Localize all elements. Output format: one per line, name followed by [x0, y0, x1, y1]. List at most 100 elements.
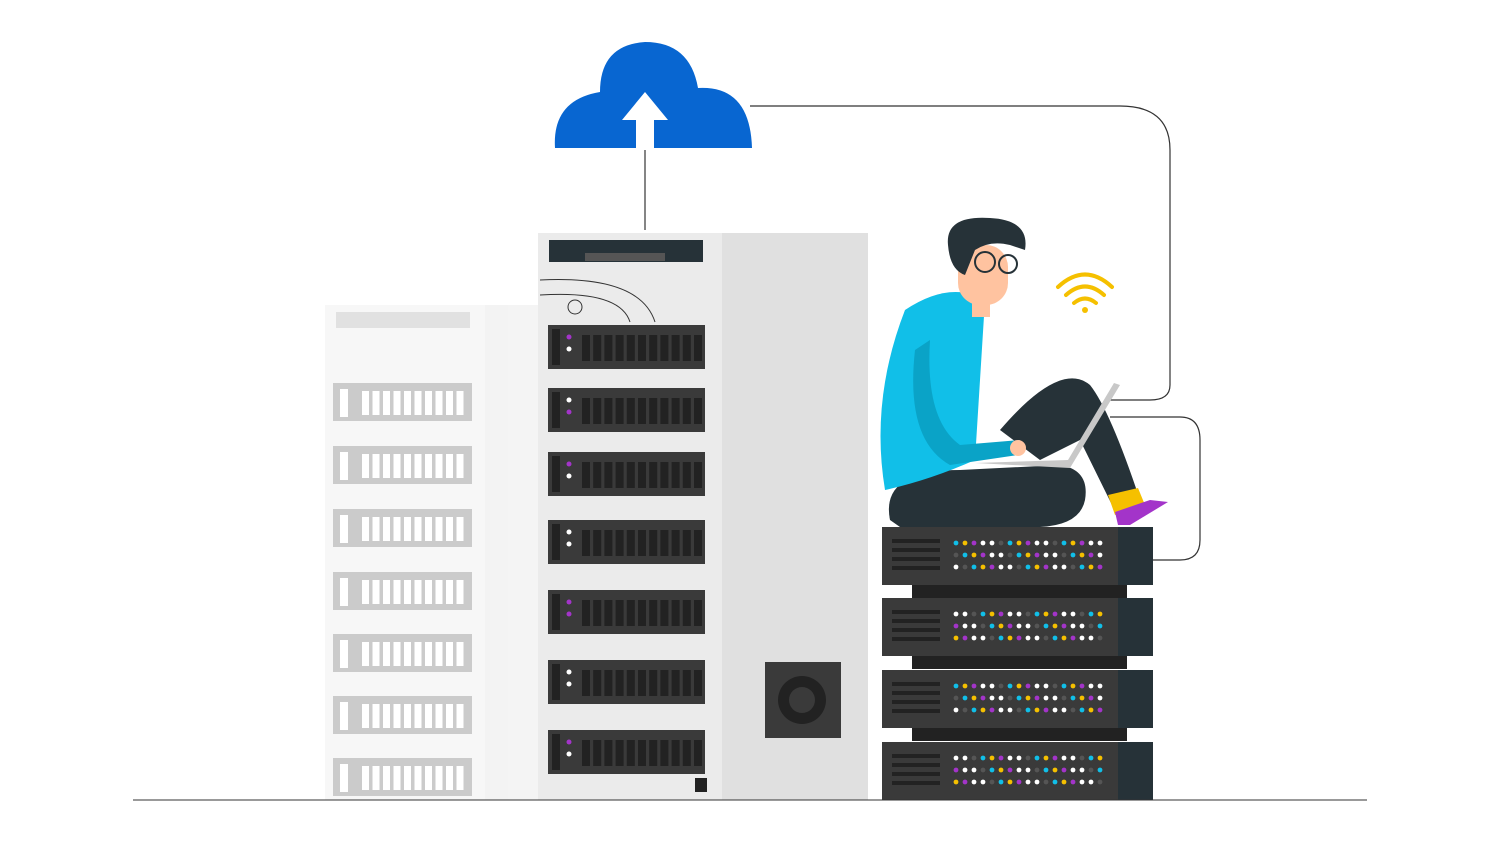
- status-led: [980, 611, 986, 617]
- status-led: [1043, 635, 1049, 641]
- status-led: [1088, 755, 1094, 761]
- status-led: [1070, 552, 1076, 558]
- status-led: [1007, 767, 1013, 773]
- status-led: [566, 669, 572, 675]
- faded-drive-bay: [333, 572, 472, 610]
- faded-drive-bay: [333, 696, 472, 734]
- status-led: [1016, 611, 1022, 617]
- status-led: [980, 779, 986, 785]
- status-led: [1079, 695, 1085, 701]
- status-led: [953, 779, 959, 785]
- status-led: [962, 767, 968, 773]
- status-led: [1052, 540, 1058, 546]
- status-led: [1007, 755, 1013, 761]
- status-led: [1088, 779, 1094, 785]
- status-led: [1070, 564, 1076, 570]
- status-led: [1034, 767, 1040, 773]
- status-led: [1043, 695, 1049, 701]
- status-led: [1079, 779, 1085, 785]
- status-led: [962, 707, 968, 713]
- status-led: [1061, 695, 1067, 701]
- status-led: [989, 540, 995, 546]
- status-led: [953, 564, 959, 570]
- status-led: [1034, 779, 1040, 785]
- status-led: [1025, 540, 1031, 546]
- status-led: [1097, 552, 1103, 558]
- status-led: [1088, 540, 1094, 546]
- status-led: [1043, 683, 1049, 689]
- status-led: [962, 695, 968, 701]
- status-led: [1052, 564, 1058, 570]
- status-led: [953, 767, 959, 773]
- status-led: [1088, 767, 1094, 773]
- status-led: [989, 707, 995, 713]
- status-led: [1079, 564, 1085, 570]
- status-led: [1034, 611, 1040, 617]
- status-led: [980, 635, 986, 641]
- drive-bay: [548, 520, 705, 564]
- status-led: [1052, 635, 1058, 641]
- status-led: [1016, 552, 1022, 558]
- status-led: [1061, 564, 1067, 570]
- status-led: [998, 552, 1004, 558]
- status-led: [971, 707, 977, 713]
- status-led: [1007, 611, 1013, 617]
- status-led: [1025, 623, 1031, 629]
- status-led: [1052, 611, 1058, 617]
- status-led: [1052, 755, 1058, 761]
- status-led: [1088, 552, 1094, 558]
- main-rack: [538, 233, 868, 800]
- status-led: [566, 739, 572, 745]
- status-led: [1079, 552, 1085, 558]
- status-led: [566, 599, 572, 605]
- status-led: [1070, 611, 1076, 617]
- status-led: [1070, 683, 1076, 689]
- faded-drive-bay: [333, 634, 472, 672]
- status-led: [1016, 767, 1022, 773]
- status-led: [1088, 683, 1094, 689]
- status-led: [1007, 552, 1013, 558]
- status-led: [980, 552, 986, 558]
- drive-bay: [548, 388, 705, 432]
- status-led: [1088, 707, 1094, 713]
- status-led: [1052, 779, 1058, 785]
- status-led: [998, 755, 1004, 761]
- status-led: [1007, 695, 1013, 701]
- status-led: [1070, 779, 1076, 785]
- status-led: [1025, 635, 1031, 641]
- status-led: [1025, 683, 1031, 689]
- status-led: [1079, 683, 1085, 689]
- status-led: [1061, 767, 1067, 773]
- status-led: [1097, 611, 1103, 617]
- status-led: [1097, 767, 1103, 773]
- status-led: [971, 540, 977, 546]
- status-led: [962, 623, 968, 629]
- drive-bay: [548, 452, 705, 496]
- status-led: [1016, 564, 1022, 570]
- status-led: [1034, 755, 1040, 761]
- status-led: [1088, 623, 1094, 629]
- status-led: [1034, 683, 1040, 689]
- status-led: [1043, 623, 1049, 629]
- status-led: [566, 409, 572, 415]
- status-led: [1016, 695, 1022, 701]
- status-led: [971, 767, 977, 773]
- status-led: [1034, 635, 1040, 641]
- status-led: [1007, 623, 1013, 629]
- faded-drive-bay: [333, 509, 472, 547]
- status-led: [953, 683, 959, 689]
- status-led: [980, 623, 986, 629]
- status-led: [1052, 683, 1058, 689]
- status-led: [566, 334, 572, 340]
- status-led: [1097, 623, 1103, 629]
- fan-unit: [765, 662, 841, 738]
- status-led: [998, 564, 1004, 570]
- status-led: [953, 707, 959, 713]
- status-led: [998, 779, 1004, 785]
- status-led: [1007, 683, 1013, 689]
- status-led: [1088, 611, 1094, 617]
- status-led: [1043, 755, 1049, 761]
- status-led: [566, 461, 572, 467]
- status-led: [566, 541, 572, 547]
- rack-server: [882, 527, 1153, 598]
